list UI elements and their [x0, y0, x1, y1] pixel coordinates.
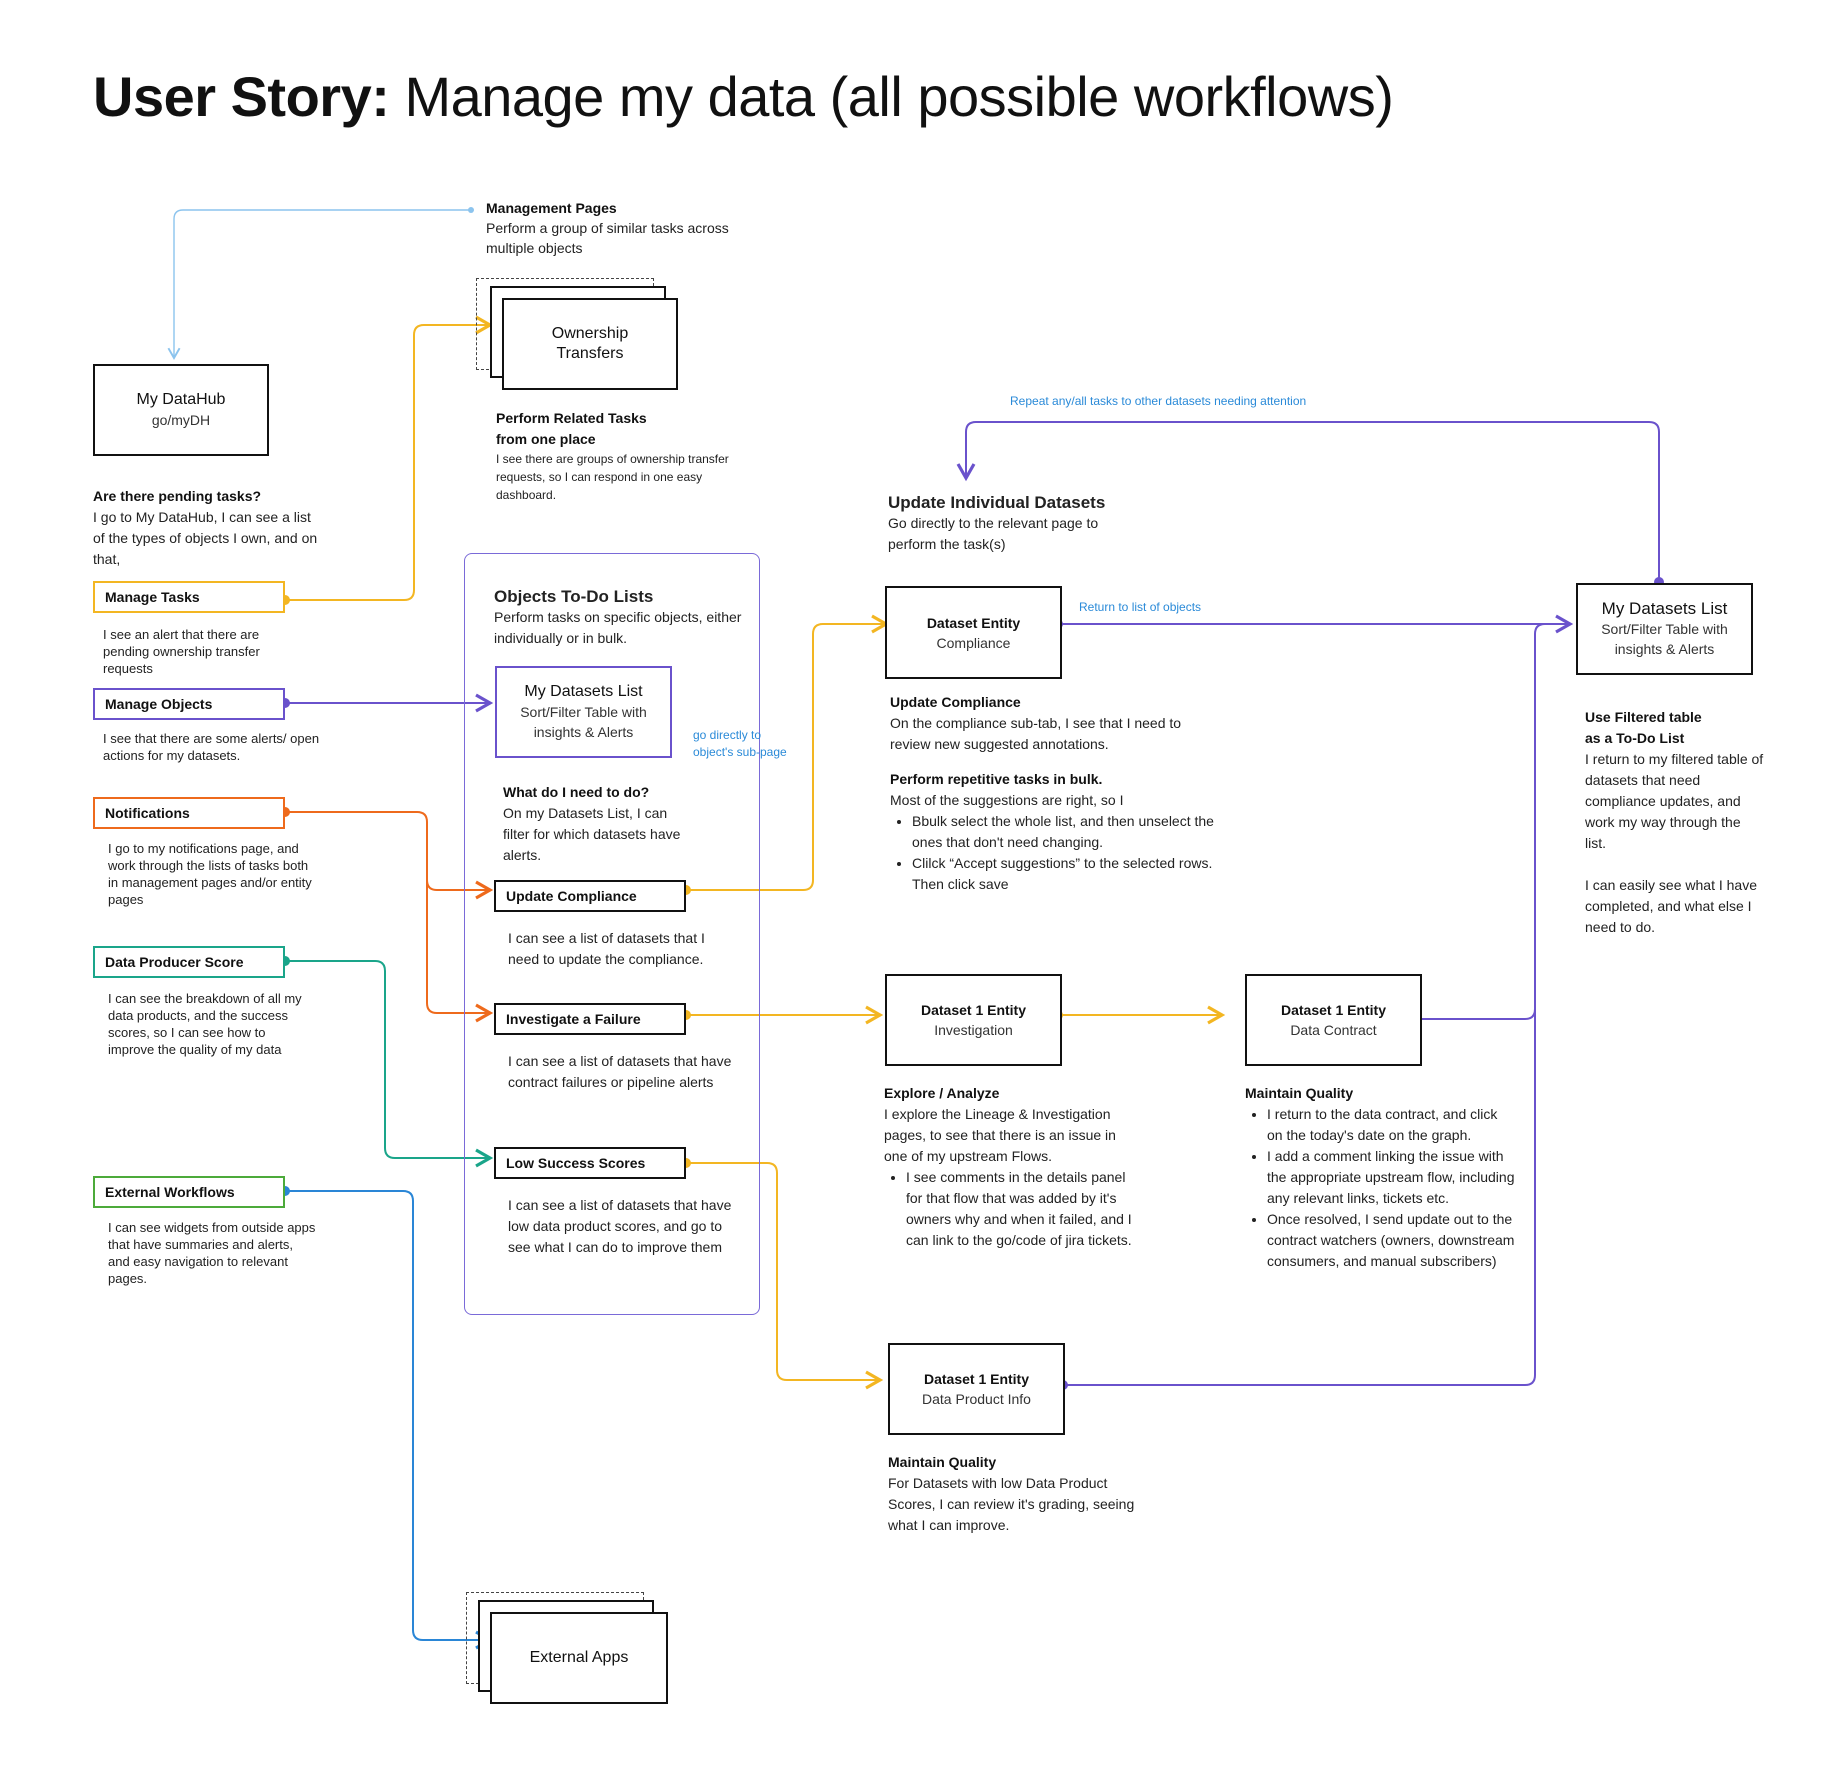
update-compliance-desc: I can see a list of datasets that I need…: [508, 930, 705, 967]
mq2-heading: Maintain Quality: [888, 1454, 997, 1470]
link-manage-objects-to-datasets-list: [280, 693, 494, 713]
todo-body: Perform tasks on specific objects, eithe…: [494, 609, 742, 646]
manage-tasks-desc: I see an alert that there are pending ow…: [103, 627, 260, 676]
my-datasets-list-box[interactable]: My Datasets List Sort/Filter Table with …: [1576, 583, 1753, 675]
contract-box-title: Dataset 1 Entity: [1280, 1002, 1387, 1018]
mq1-bullet: I add a comment linking the issue with t…: [1267, 1146, 1515, 1209]
ft-body: I return to my filtered table of dataset…: [1585, 751, 1764, 851]
data-producer-desc: I can see the breakdown of all my data p…: [108, 991, 302, 1057]
uc-bullet: Clilck “Accept suggestions” to the selec…: [912, 853, 1220, 895]
maintain-quality-2-note: Maintain Quality For Datasets with low D…: [888, 1452, 1138, 1536]
notifications-desc: I go to my notifications page, and work …: [108, 841, 312, 907]
product-info-box-sub: Data Product Info: [922, 1391, 1031, 1407]
management-heading: Management Pages: [486, 200, 617, 216]
tag-investigate-failure[interactable]: Investigate a Failure: [494, 1003, 686, 1035]
dataset-entity-contract-box[interactable]: Dataset 1 Entity Data Contract: [1245, 974, 1422, 1066]
what-do-body: On my Datasets List, I can filter for wh…: [503, 805, 681, 863]
management-body: Perform a group of similar tasks across …: [486, 220, 729, 256]
tag-update-compliance[interactable]: Update Compliance: [494, 880, 686, 912]
product-info-box-title: Dataset 1 Entity: [923, 1371, 1030, 1387]
related-heading1: Perform Related Tasks: [496, 410, 647, 426]
investigation-box-title: Dataset 1 Entity: [920, 1002, 1027, 1018]
datasets-list-inner-title: My Datasets List: [524, 683, 643, 700]
uc-body2: Most of the suggestions are right, so I: [890, 792, 1124, 808]
mydatahub-title: My DataHub: [136, 391, 226, 408]
tag-notifications[interactable]: Notifications: [93, 797, 285, 829]
mydatahub-box[interactable]: My DataHub go/myDH: [93, 364, 269, 456]
datasets-list-inner-sub: Sort/Filter Table with insights & Alerts: [520, 704, 647, 740]
uc-bullets: Bbulk select the whole list, and then un…: [890, 811, 1220, 895]
dataset-entity-investigation-box[interactable]: Dataset 1 Entity Investigation: [885, 974, 1062, 1066]
related-body: I see there are groups of ownership tran…: [496, 452, 729, 502]
dataset-entity-product-info-box[interactable]: Dataset 1 Entity Data Product Info: [888, 1343, 1065, 1435]
manage-objects-desc: I see that there are some alerts/ open a…: [103, 731, 320, 763]
go-directly-note: go directly to object's sub-page: [693, 728, 787, 759]
pending-tasks-note: Are there pending tasks? I go to My Data…: [93, 486, 323, 570]
my-datasets-right-sub: Sort/Filter Table with insights & Alerts: [1601, 621, 1728, 657]
external-apps-box[interactable]: External Apps: [490, 1612, 668, 1704]
ft-heading2: as a To-Do List: [1585, 730, 1685, 746]
my-datasets-right-title: My Datasets List: [1601, 599, 1728, 618]
maintain-quality-1-note: Maintain Quality I return to the data co…: [1245, 1083, 1515, 1272]
mq1-bullets: I return to the data contract, and click…: [1245, 1104, 1515, 1272]
explore-heading: Explore / Analyze: [884, 1085, 1000, 1101]
tag-manage-objects[interactable]: Manage Objects: [93, 688, 285, 720]
ft-heading1: Use Filtered table: [1585, 709, 1702, 725]
external-desc: I can see widgets from outside apps that…: [108, 1220, 316, 1286]
mq2-body: For Datasets with low Data Product Score…: [888, 1475, 1135, 1533]
pending-heading: Are there pending tasks?: [93, 488, 262, 504]
pending-body: I go to My DataHub, I can see a list of …: [93, 509, 318, 567]
tag-data-producer-score[interactable]: Data Producer Score: [93, 946, 285, 978]
mydatahub-sub: go/myDH: [151, 412, 211, 428]
ownership-line2: Transfers: [556, 345, 624, 362]
uc-heading: Update Compliance: [890, 694, 1021, 710]
todo-panel: [464, 553, 760, 1315]
uc-body: On the compliance sub-tab, I see that I …: [890, 715, 1182, 752]
dataset-entity-compliance-box[interactable]: Dataset Entity Compliance: [885, 586, 1062, 679]
explore-bullets: I see comments in the details panel for …: [884, 1167, 1134, 1251]
ownership-line1: Ownership: [551, 325, 629, 342]
tag-manage-tasks[interactable]: Manage Tasks: [93, 581, 285, 613]
page-title: User Story: Manage my data (all possible…: [93, 62, 1394, 132]
compliance-box-title: Dataset Entity: [926, 614, 1021, 631]
external-apps-label: External Apps: [529, 1649, 629, 1666]
title-rest: Manage my data (all possible workflows): [404, 65, 1394, 128]
mq1-bullet: Once resolved, I send update out to the …: [1267, 1209, 1515, 1272]
low-scores-desc: I can see a list of datasets that have l…: [508, 1197, 732, 1255]
todo-heading: Objects To-Do Lists: [494, 587, 654, 606]
investigate-desc: I can see a list of datasets that have c…: [508, 1053, 732, 1090]
what-do-heading: What do I need to do?: [503, 784, 650, 800]
update-individual-heading: Update Individual Datasets: [888, 493, 1106, 512]
todo-note: Objects To-Do Lists Perform tasks on spe…: [494, 586, 744, 649]
tag-external-workflows[interactable]: External Workflows: [93, 1176, 285, 1208]
filtered-table-note: Use Filtered table as a To-Do List I ret…: [1585, 707, 1765, 938]
explore-bullet: I see comments in the details panel for …: [906, 1167, 1134, 1251]
update-individual-body: Go directly to the relevant page to perf…: [888, 515, 1099, 552]
explore-note: Explore / Analyze I explore the Lineage …: [884, 1083, 1134, 1251]
management-pages-note: Management Pages Perform a group of simi…: [486, 198, 766, 258]
update-compliance-text: Update Compliance On the compliance sub-…: [890, 692, 1220, 895]
what-do-note: What do I need to do? On my Datasets Lis…: [503, 782, 693, 866]
uc-heading2: Perform repetitive tasks in bulk.: [890, 771, 1103, 787]
ft-body2: I can easily see what I have completed, …: [1585, 877, 1757, 935]
investigation-box-sub: Investigation: [934, 1022, 1013, 1038]
related-heading2: from one place: [496, 431, 596, 447]
repeat-note: Repeat any/all tasks to other datasets n…: [1010, 394, 1307, 408]
update-individual-note: Update Individual Datasets Go directly t…: [888, 492, 1148, 555]
title-bold: User Story:: [93, 65, 390, 128]
link-management-to-mydatahub: [167, 207, 474, 360]
mq1-heading: Maintain Quality: [1245, 1085, 1354, 1101]
compliance-box-sub: Compliance: [936, 634, 1011, 651]
tag-low-success-scores[interactable]: Low Success Scores: [494, 1147, 686, 1179]
return-note: Return to list of objects: [1079, 600, 1202, 614]
mq1-bullet: I return to the data contract, and click…: [1267, 1104, 1515, 1146]
contract-box-sub: Data Contract: [1290, 1022, 1377, 1038]
uc-bullet: Bbulk select the whole list, and then un…: [912, 811, 1220, 853]
datasets-list-inner-box[interactable]: My Datasets List Sort/Filter Table with …: [495, 666, 672, 758]
explore-body: I explore the Lineage & Investigation pa…: [884, 1106, 1116, 1164]
ownership-transfers-box[interactable]: Ownership Transfers: [502, 298, 678, 390]
related-tasks-note: Perform Related Tasks from one place I s…: [496, 408, 736, 504]
